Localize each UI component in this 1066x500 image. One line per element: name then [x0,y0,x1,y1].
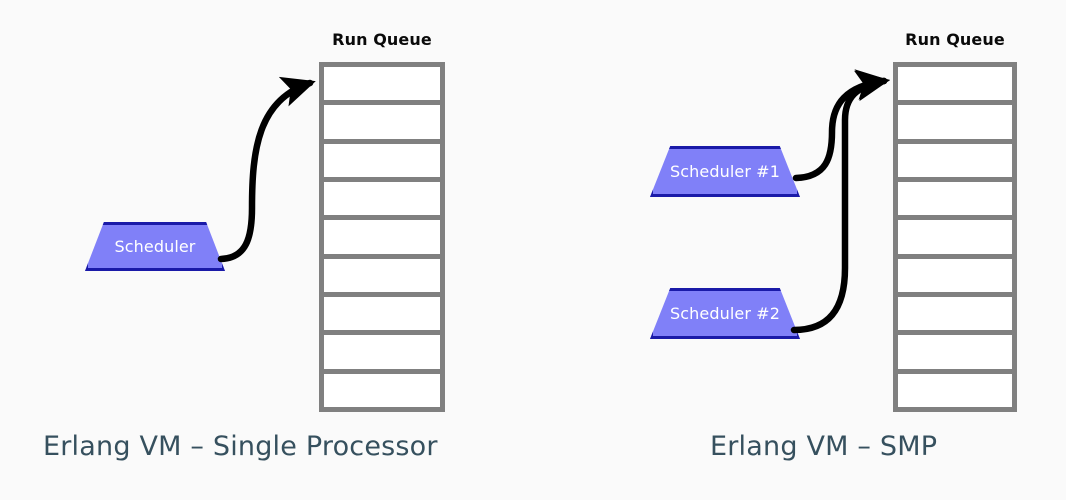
run-queue-cell [324,373,440,407]
scheduler-node[interactable]: Scheduler [85,222,225,271]
run-queue-cell [898,258,1012,297]
run-queue-cell [324,220,440,259]
scheduler-2-label: Scheduler #2 [670,303,780,323]
run-queue-title: Run Queue [332,30,432,49]
run-queue-cell [324,105,440,144]
run-queue-cell [324,143,440,182]
diagram-caption-smp: Erlang VM – SMP [710,431,938,462]
run-queue-box [319,62,445,412]
diagram-single-processor: Run Queue Scheduler Erlang VM – Single P… [43,30,445,462]
diagram-caption-single-processor: Erlang VM – Single Processor [43,431,438,462]
run-queue-cell [898,335,1012,374]
run-queue-cell [898,220,1012,259]
run-queue-cell [324,335,440,374]
run-queue-cell [324,181,440,221]
run-queue-cell [324,296,440,336]
run-queue-cell [324,258,440,297]
run-queue-cell [898,181,1012,221]
scheduler-label: Scheduler [114,236,196,256]
scheduler-1-node[interactable]: Scheduler #1 [650,146,800,197]
run-queue-cell [898,67,1012,106]
run-queue-cell [898,143,1012,182]
run-queue-title: Run Queue [905,30,1005,49]
run-queue-smp: Run Queue [893,30,1017,412]
run-queue-box [893,62,1017,412]
run-queue-cell [898,373,1012,407]
run-queue-cell [898,105,1012,144]
run-queue-cell [324,67,440,106]
scheduler-1-label: Scheduler #1 [670,161,780,181]
scheduler-2-node[interactable]: Scheduler #2 [650,288,800,339]
diagram-smp: Run Queue Scheduler #1 Scheduler #2 Erla… [533,0,1066,500]
run-queue-cell [898,296,1012,336]
run-queue-single: Run Queue [319,30,445,412]
